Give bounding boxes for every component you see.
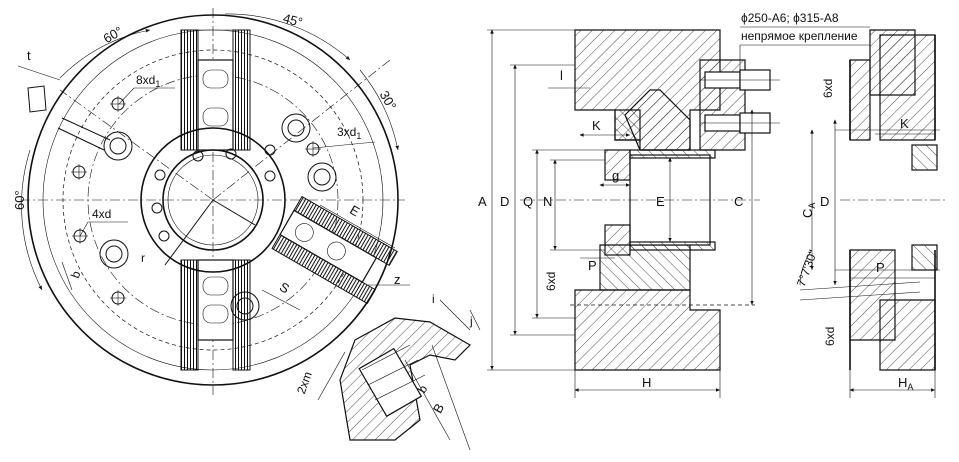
jaw-detail bbox=[339, 299, 481, 451]
label-b: b bbox=[68, 269, 84, 280]
label-HA: HA bbox=[898, 375, 913, 392]
label-K: K bbox=[592, 118, 601, 133]
label-2xm: 2xm bbox=[294, 370, 315, 396]
label-K-side: K bbox=[900, 116, 909, 131]
counterbore-hole-3 bbox=[307, 162, 337, 192]
label-l: l bbox=[560, 68, 563, 83]
counterbore-hole-1 bbox=[103, 131, 133, 161]
label-z: z bbox=[394, 272, 401, 287]
jaw-bottom-teeth-right bbox=[232, 259, 251, 371]
label-CA: CA bbox=[800, 203, 817, 218]
hub-holes bbox=[151, 144, 276, 242]
note-indirect-mount: непрямое крепление bbox=[741, 29, 858, 43]
label-D-side: D bbox=[820, 194, 829, 209]
t-notch bbox=[27, 85, 47, 113]
section-view: ϕ250-A6; ϕ315-A8 непрямое крепление A D … bbox=[478, 11, 870, 398]
jaw-top-slot bbox=[197, 59, 234, 151]
label-4xd: 4xd bbox=[92, 207, 111, 221]
label-C: C bbox=[734, 194, 743, 209]
note-diameters: ϕ250-A6; ϕ315-A8 bbox=[741, 11, 839, 25]
label-H: H bbox=[642, 375, 651, 390]
label-P: P bbox=[588, 258, 597, 273]
counterbore-hole-5 bbox=[99, 239, 129, 269]
label-6xd-side-bottom: 6xd bbox=[823, 327, 837, 346]
small-threaded-holes bbox=[71, 96, 321, 306]
label-E-front: E bbox=[347, 202, 362, 219]
label-angle-side: 7°7'30" bbox=[794, 248, 820, 289]
label-N: N bbox=[543, 194, 552, 209]
hub-outer bbox=[140, 127, 286, 273]
key-slot bbox=[57, 117, 111, 151]
bolt-detail bbox=[699, 59, 780, 151]
angle-60-left: 60° bbox=[12, 190, 27, 210]
label-P-side: P bbox=[876, 260, 885, 275]
label-D: D bbox=[500, 194, 509, 209]
bore bbox=[162, 149, 264, 251]
label-Q: Q bbox=[523, 194, 533, 209]
side-view: 6xd K CA D 7°7'30" P 6xd HA bbox=[794, 29, 945, 398]
counterbore-hole-2 bbox=[281, 113, 311, 143]
label-A: A bbox=[478, 194, 487, 209]
label-S: S bbox=[277, 279, 292, 296]
label-8xd1: 8xd1 bbox=[136, 73, 160, 89]
label-i: i bbox=[432, 292, 435, 306]
label-3xd1: 3xd1 bbox=[337, 125, 361, 141]
label-B: B bbox=[430, 401, 447, 416]
angle-30: 30° bbox=[377, 88, 400, 113]
label-6xd-section: 6xd bbox=[544, 272, 558, 291]
counterbore-hole-4 bbox=[230, 291, 260, 321]
label-r: r bbox=[141, 251, 145, 265]
label-j: j bbox=[469, 314, 473, 328]
angle-45: 45° bbox=[281, 10, 304, 30]
jaw-right-diagonal bbox=[271, 195, 398, 305]
label-g: g bbox=[612, 168, 619, 183]
label-6xd-side-top: 6xd bbox=[821, 79, 835, 98]
label-E-section: E bbox=[656, 194, 665, 209]
jaw-bottom-slot bbox=[197, 259, 234, 341]
angle-60-top: 60° bbox=[101, 23, 126, 46]
jaw-bottom-teeth-left bbox=[180, 259, 199, 371]
front-view: 60° 45° 30° 60° t 8xd1 3xd1 4xd b r E S … bbox=[12, 8, 481, 451]
label-t: t bbox=[27, 48, 31, 63]
